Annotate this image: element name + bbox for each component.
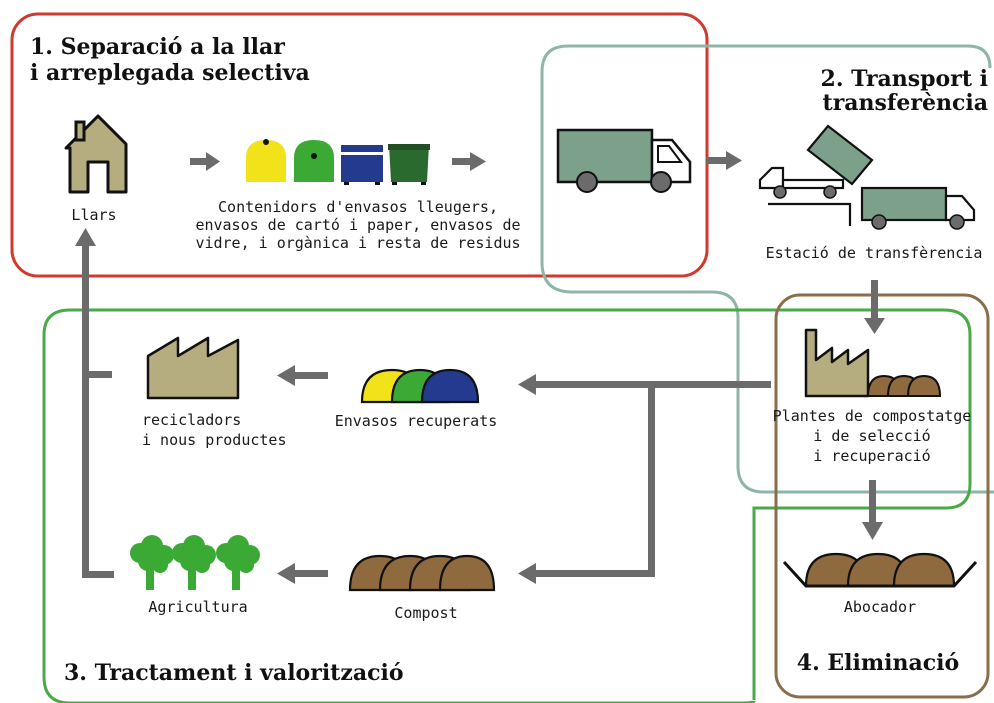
label-containers-line1: Contenidors d'envasos lleugers, xyxy=(218,198,498,216)
label-llars: Llars xyxy=(71,206,116,224)
label-recyclers-line1: recicladors xyxy=(142,411,241,429)
section-2-title-line2: transferència xyxy=(823,90,988,116)
landfill-icon xyxy=(782,552,978,588)
section-1-frame xyxy=(10,12,709,278)
return-line-to-house xyxy=(75,228,114,578)
containers-group xyxy=(246,139,430,185)
section-4-title: 4. Eliminació xyxy=(797,650,959,676)
transfer-truck-icon xyxy=(860,186,976,230)
arrow-transfer-to-plants xyxy=(864,280,885,334)
label-agriculture: Agricultura xyxy=(148,598,247,616)
recovered-packaging-icon xyxy=(360,368,480,404)
recycling-factory-icon xyxy=(146,336,240,400)
label-containers-line3: vidre, i orgànica i resta de residus xyxy=(195,234,520,252)
container-yellow-icon xyxy=(246,139,286,182)
arrow-compost-to-agriculture xyxy=(277,563,328,584)
garbage-truck-icon xyxy=(556,128,692,193)
tree-icon xyxy=(216,535,260,590)
label-plants-line1: Plantes de compostatge xyxy=(773,407,972,425)
label-recyclers-line2: i nous productes xyxy=(142,431,287,449)
section-1-title-line2: i arreplegada selectiva xyxy=(30,60,310,86)
factory-icon xyxy=(804,328,870,398)
label-containers-line2: envasos de cartó i paper, envasos de xyxy=(195,216,520,234)
flow-plants-to-products xyxy=(518,374,771,584)
label-recovered-packaging: Envasos recuperats xyxy=(335,412,498,430)
arrow-containers-to-truck xyxy=(452,152,486,171)
section-2-title-line1: 2. Transport i xyxy=(821,66,988,92)
container-green-icon xyxy=(294,140,334,182)
compost-piles-icon xyxy=(866,374,942,397)
section-3-title: 3. Tractament i valorització xyxy=(64,660,404,686)
compost-icon xyxy=(348,554,496,592)
house-icon xyxy=(64,114,128,194)
label-plants-line2: i de selecció xyxy=(813,427,930,445)
arrow-recovered-to-recyclers xyxy=(277,365,328,386)
label-plants-line3: i recuperació xyxy=(813,447,930,465)
tree-icon xyxy=(130,535,174,590)
label-transfer-station: Estació de transfèrencia xyxy=(766,244,983,262)
container-blue-icon xyxy=(341,145,383,185)
section-1-title-line1: 1. Separació a la llar xyxy=(30,34,285,60)
tree-icon xyxy=(172,535,216,590)
section-2-frame xyxy=(540,44,994,494)
label-compost: Compost xyxy=(394,604,457,622)
tipper-truck-icon xyxy=(758,124,874,226)
section-4-frame xyxy=(774,293,990,699)
arrow-truck-to-transfer xyxy=(706,151,742,170)
container-dark-green-icon xyxy=(388,144,430,185)
label-landfill: Abocador xyxy=(844,598,916,616)
arrow-plants-to-landfill xyxy=(862,480,883,540)
arrow-house-to-containers xyxy=(190,152,220,171)
